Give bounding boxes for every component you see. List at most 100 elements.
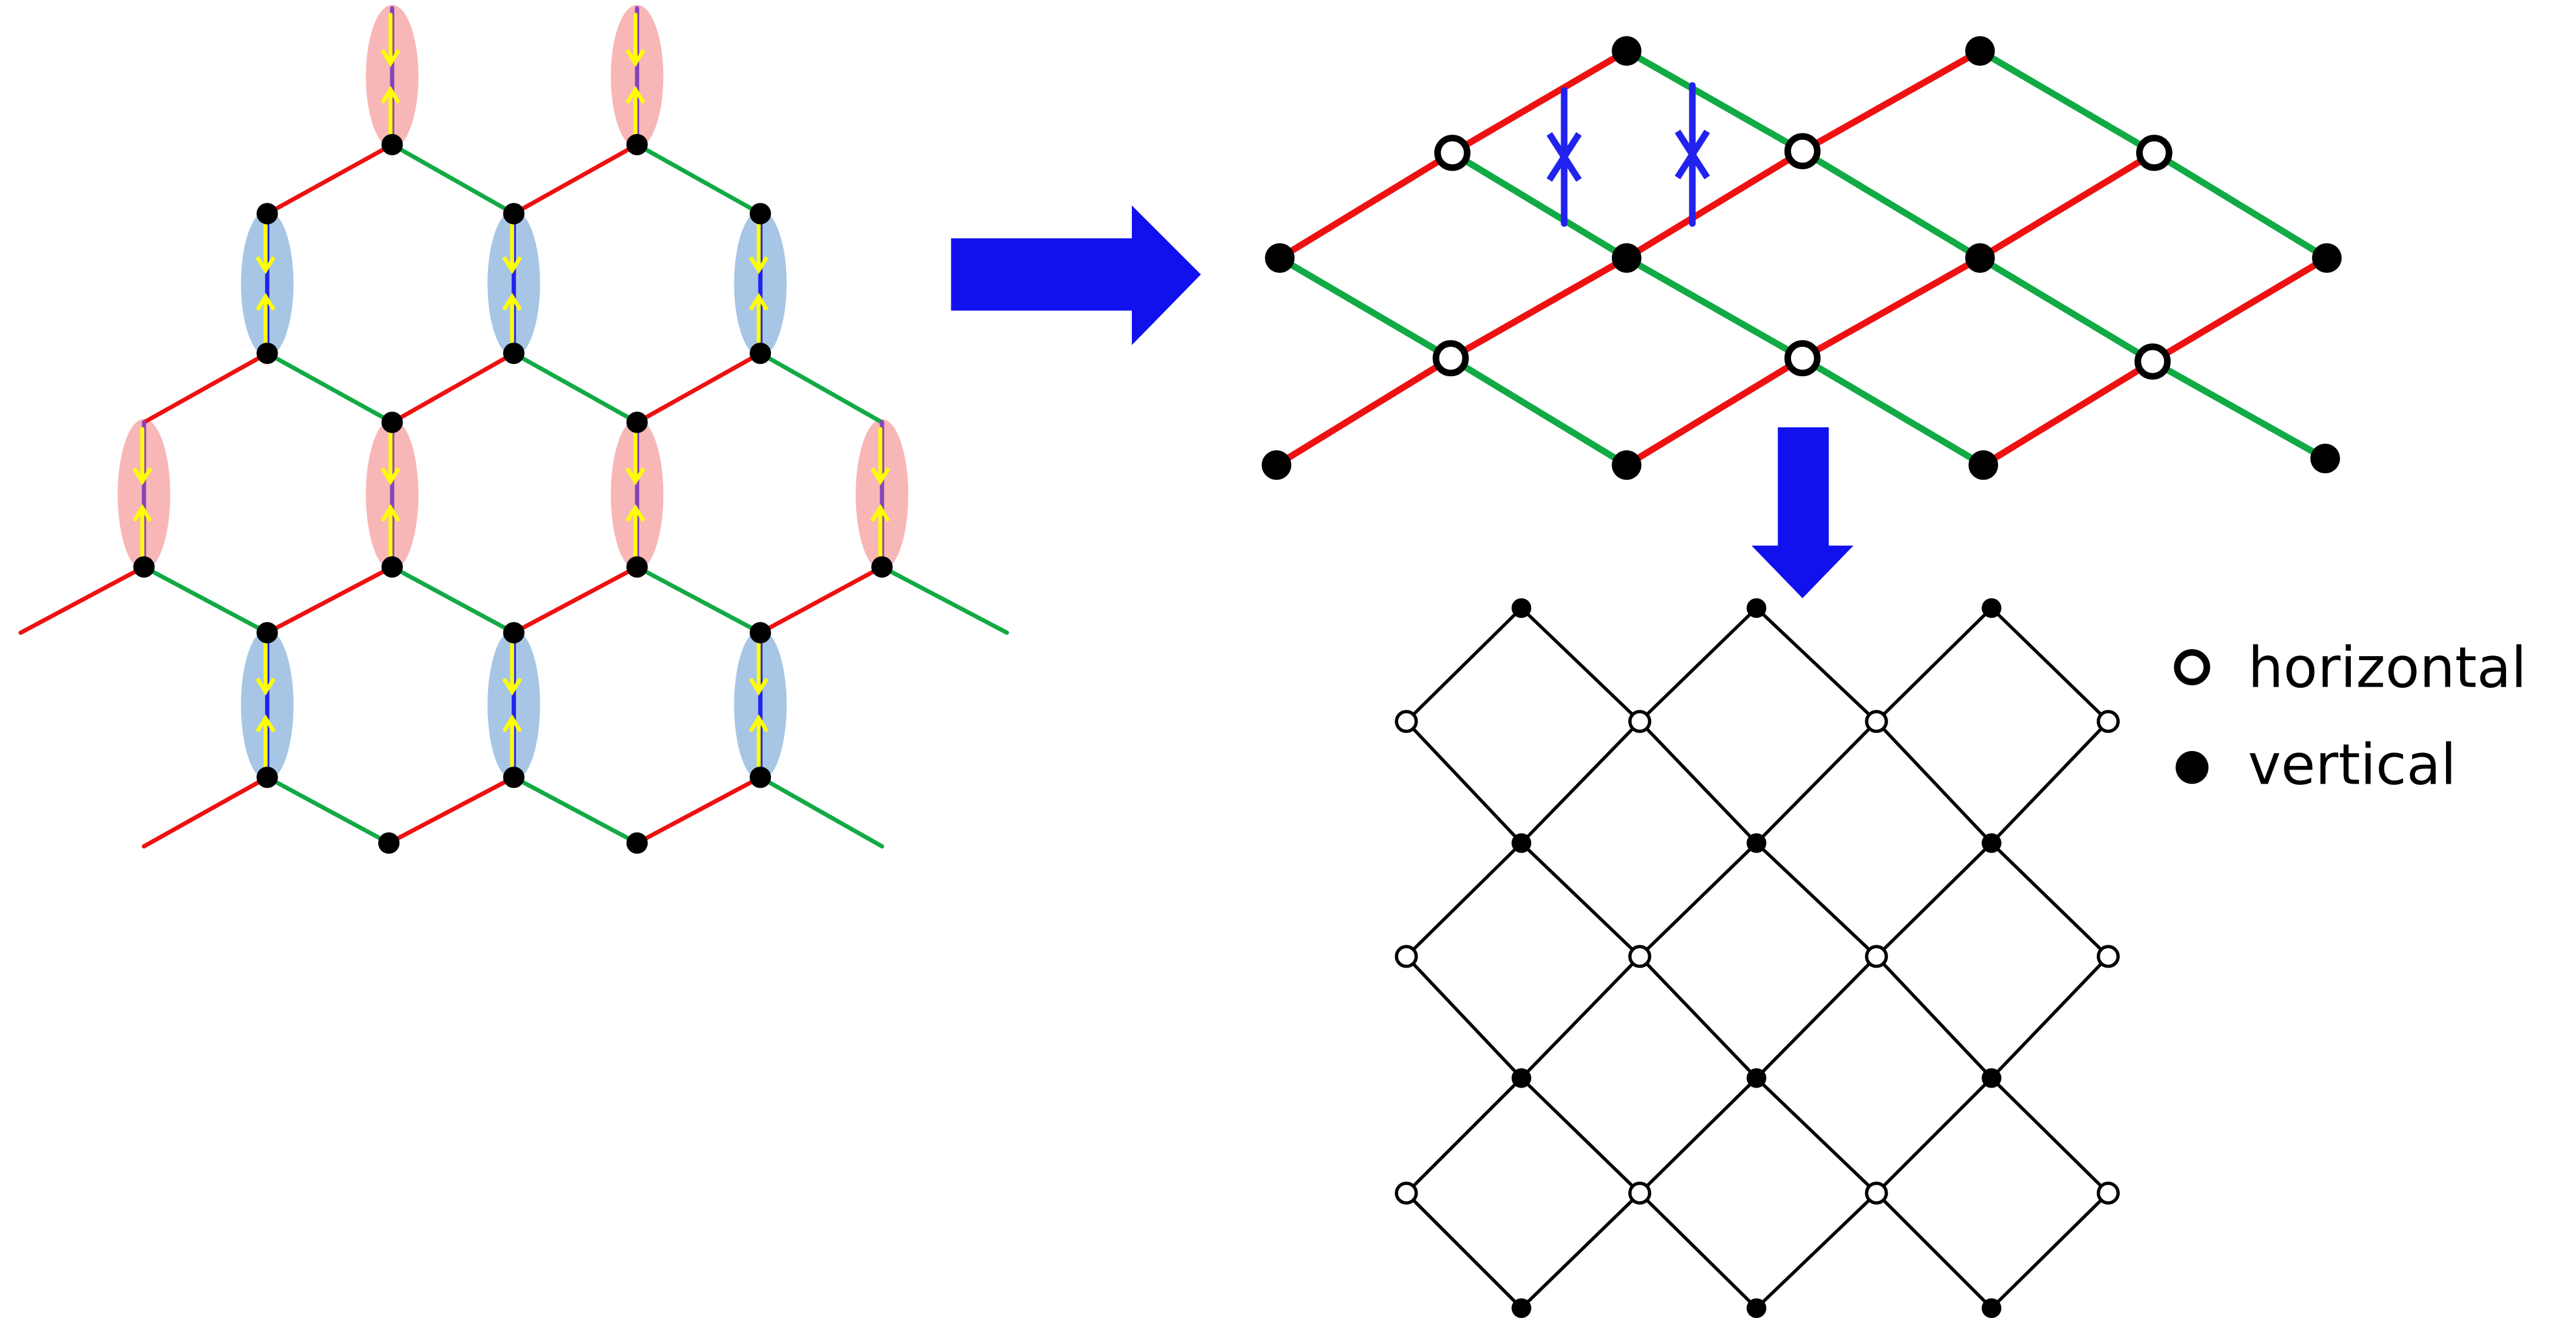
green-bond: [1449, 149, 1630, 262]
green-bond: [1976, 48, 2158, 156]
square-bond: [1519, 841, 1642, 958]
arrow-head: [255, 677, 276, 696]
red-bond: [1976, 149, 2158, 262]
arrow-head: [749, 293, 769, 311]
green-bond: [2151, 149, 2330, 262]
arrow-head: [132, 467, 152, 486]
red-bond: [1449, 48, 1630, 156]
arrow-head: [625, 49, 646, 67]
green-bond: [1976, 255, 2156, 365]
square-bond: [1519, 606, 1642, 724]
green-bond: [1623, 48, 1806, 155]
square-bond: [1755, 720, 1879, 845]
square-bond: [1404, 1191, 1523, 1310]
lattice-site: [503, 622, 524, 644]
vertical-site: [1982, 1068, 2002, 1088]
diagonal-bond: [758, 775, 884, 849]
vertical-site: [1511, 598, 1532, 618]
lattice-site: [626, 412, 648, 433]
red-bond: [1276, 149, 1456, 262]
square-bond: [1404, 606, 1523, 724]
vertical-site: [1261, 450, 1292, 480]
green-bond: [1276, 255, 1454, 362]
lattice-site: [133, 556, 155, 578]
square-bond: [1519, 1076, 1642, 1195]
arrow-head: [380, 86, 400, 104]
diagonal-bond: [18, 564, 146, 635]
vertical-site: [1511, 833, 1532, 853]
diagonal-bond: [758, 351, 884, 425]
red-bond: [2149, 255, 2330, 365]
down-arrow-icon: [1751, 427, 1854, 598]
arrow-head: [132, 504, 152, 522]
horizontal-site: [1395, 1181, 1418, 1205]
square-bond: [1875, 720, 1993, 845]
filled-circle-icon: [2176, 751, 2209, 784]
lattice-site: [256, 203, 278, 225]
square-bond: [1638, 720, 1759, 845]
lattice-site: [749, 342, 771, 364]
horizontal-site: [1865, 710, 1888, 733]
red-bond: [1623, 148, 1806, 262]
diagonal-bond: [390, 564, 516, 635]
square-bond: [1638, 841, 1759, 958]
vertical-site: [1511, 1298, 1532, 1318]
diagonal-bond: [512, 775, 640, 845]
arrow-head: [1546, 150, 1582, 182]
red-bond: [1799, 48, 1984, 155]
lattice-site: [626, 556, 648, 578]
square-bond: [1638, 1191, 1759, 1310]
arrow-head: [870, 504, 891, 522]
lattice-site: [256, 767, 278, 788]
diagonal-bond: [142, 775, 270, 849]
vertical-site: [1265, 243, 1295, 273]
vertical-site: [1746, 598, 1766, 618]
diagonal-bond: [265, 142, 395, 216]
horizontal-site: [1628, 710, 1652, 733]
green-bond: [1799, 354, 1987, 469]
vertical-site: [1982, 833, 2002, 853]
vertical-site: [1746, 1068, 1766, 1088]
horizontal-site: [1395, 945, 1418, 968]
lattice-site: [626, 832, 648, 854]
square-bond: [1755, 955, 1879, 1080]
square-bond: [1990, 606, 2110, 724]
diagonal-bond: [390, 142, 516, 216]
diagonal-bond: [390, 351, 516, 425]
vertical-site: [1746, 1298, 1766, 1318]
square-bond: [1875, 606, 1993, 724]
horizontal-site: [2096, 710, 2120, 733]
arrow-head: [255, 714, 276, 732]
rhombic-lattice: [1261, 36, 2342, 480]
diagonal-bond: [512, 351, 640, 425]
vertical-site: [1612, 450, 1642, 480]
diagonal-bond: [386, 775, 516, 845]
square-bond: [1638, 606, 1759, 724]
diagonal-bond: [512, 564, 640, 635]
square-bond: [1875, 1191, 1993, 1310]
arrow-head: [502, 256, 522, 275]
legend: horizontal vertical: [2174, 636, 2527, 797]
red-bond: [1799, 255, 1984, 362]
diagonal-bond: [880, 564, 1010, 635]
open-circle-icon: [2174, 649, 2210, 685]
lattice-site: [378, 832, 400, 854]
vertical-site: [2312, 243, 2342, 273]
diagonal-bond: [758, 564, 884, 635]
square-bond: [1519, 1191, 1642, 1310]
square-bond: [1755, 606, 1879, 724]
square-bond: [1404, 841, 1523, 958]
vertical-site: [1982, 1298, 2002, 1318]
square-bond: [1638, 955, 1759, 1080]
red-bond: [1980, 358, 2156, 469]
lattice-site: [503, 767, 524, 788]
horizontal-site: [1395, 710, 1418, 733]
lattice-site: [381, 556, 403, 578]
legend-label-vertical: vertical: [2248, 732, 2456, 797]
horizontal-site: [2134, 343, 2171, 380]
diagonal-bond: [634, 142, 763, 216]
green-bond: [2149, 358, 2329, 462]
arrow-head: [870, 467, 891, 486]
square-bonds: [1404, 606, 2110, 1310]
